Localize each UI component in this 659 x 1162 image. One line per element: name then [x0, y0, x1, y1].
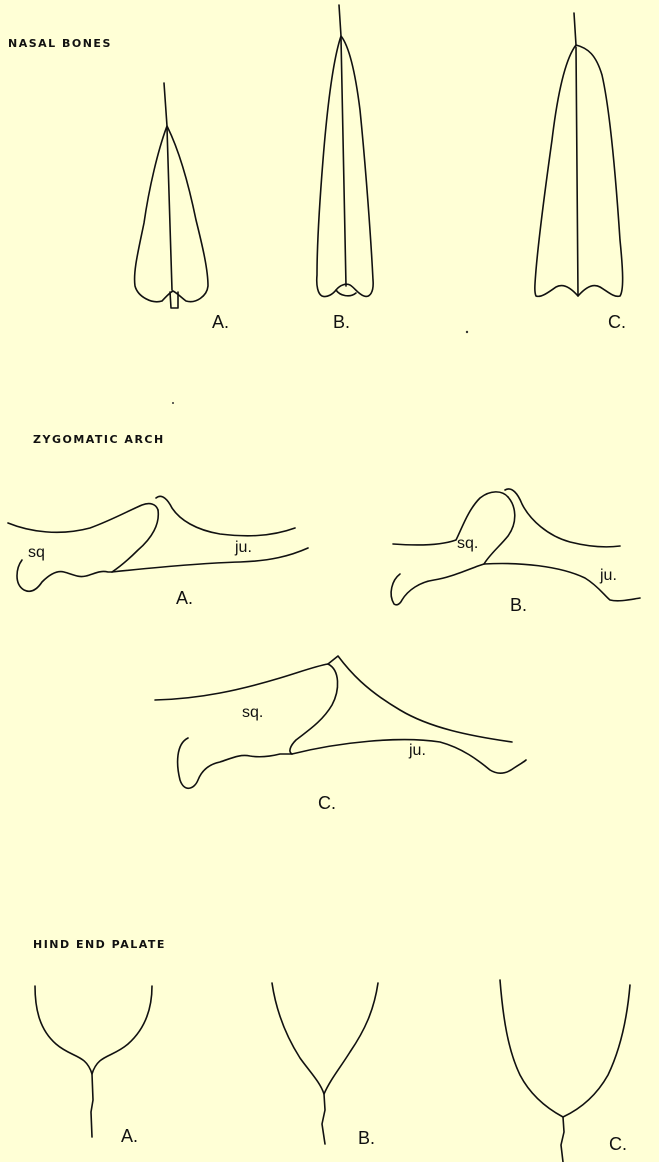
- speck-mark: [172, 402, 174, 404]
- nasal-bones-heading: NASAL BONES: [8, 37, 112, 50]
- palate-label-a: A.: [121, 1126, 138, 1146]
- nasal-bone-b-drawing: [317, 5, 373, 297]
- zygomatic-arch-a-drawing: [8, 496, 308, 591]
- nasal-bones-section: NASAL BONES A. B. C.: [8, 5, 626, 332]
- zygomatic-label-b: B.: [510, 595, 527, 615]
- hind-end-palate-section: HIND END PALATE A. B. C.: [33, 938, 630, 1162]
- nasal-label-a: A.: [212, 312, 229, 332]
- speck-mark: [466, 331, 468, 333]
- nasal-bone-c-drawing: [535, 13, 623, 296]
- nasal-bone-a-drawing: [135, 83, 208, 308]
- zygomatic-a-sq-term: sq: [28, 544, 45, 561]
- zygomatic-a-ju-term: ju.: [234, 539, 252, 556]
- palate-b-drawing: [272, 983, 378, 1144]
- nasal-label-c: C.: [608, 312, 626, 332]
- zygomatic-b-ju-term: ju.: [599, 567, 617, 584]
- nasal-label-b: B.: [333, 312, 350, 332]
- palate-a-drawing: [35, 986, 152, 1137]
- zygomatic-arch-b-drawing: [391, 489, 640, 605]
- zygomatic-c-ju-term: ju.: [408, 742, 426, 759]
- hind-end-palate-heading: HIND END PALATE: [33, 938, 166, 951]
- palate-label-b: B.: [358, 1128, 375, 1148]
- palate-label-c: C.: [609, 1134, 627, 1154]
- zygomatic-b-sq-term: sq.: [457, 535, 478, 552]
- zygomatic-label-c: C.: [318, 793, 336, 813]
- zygomatic-arch-heading: ZYGOMATIC ARCH: [33, 433, 165, 446]
- zygomatic-c-sq-term: sq.: [242, 704, 263, 721]
- zygomatic-arch-c-drawing: [155, 656, 526, 788]
- zygomatic-label-a: A.: [176, 588, 193, 608]
- zygomatic-arch-section: ZYGOMATIC ARCH sq ju. A. sq. ju. B.: [8, 433, 640, 813]
